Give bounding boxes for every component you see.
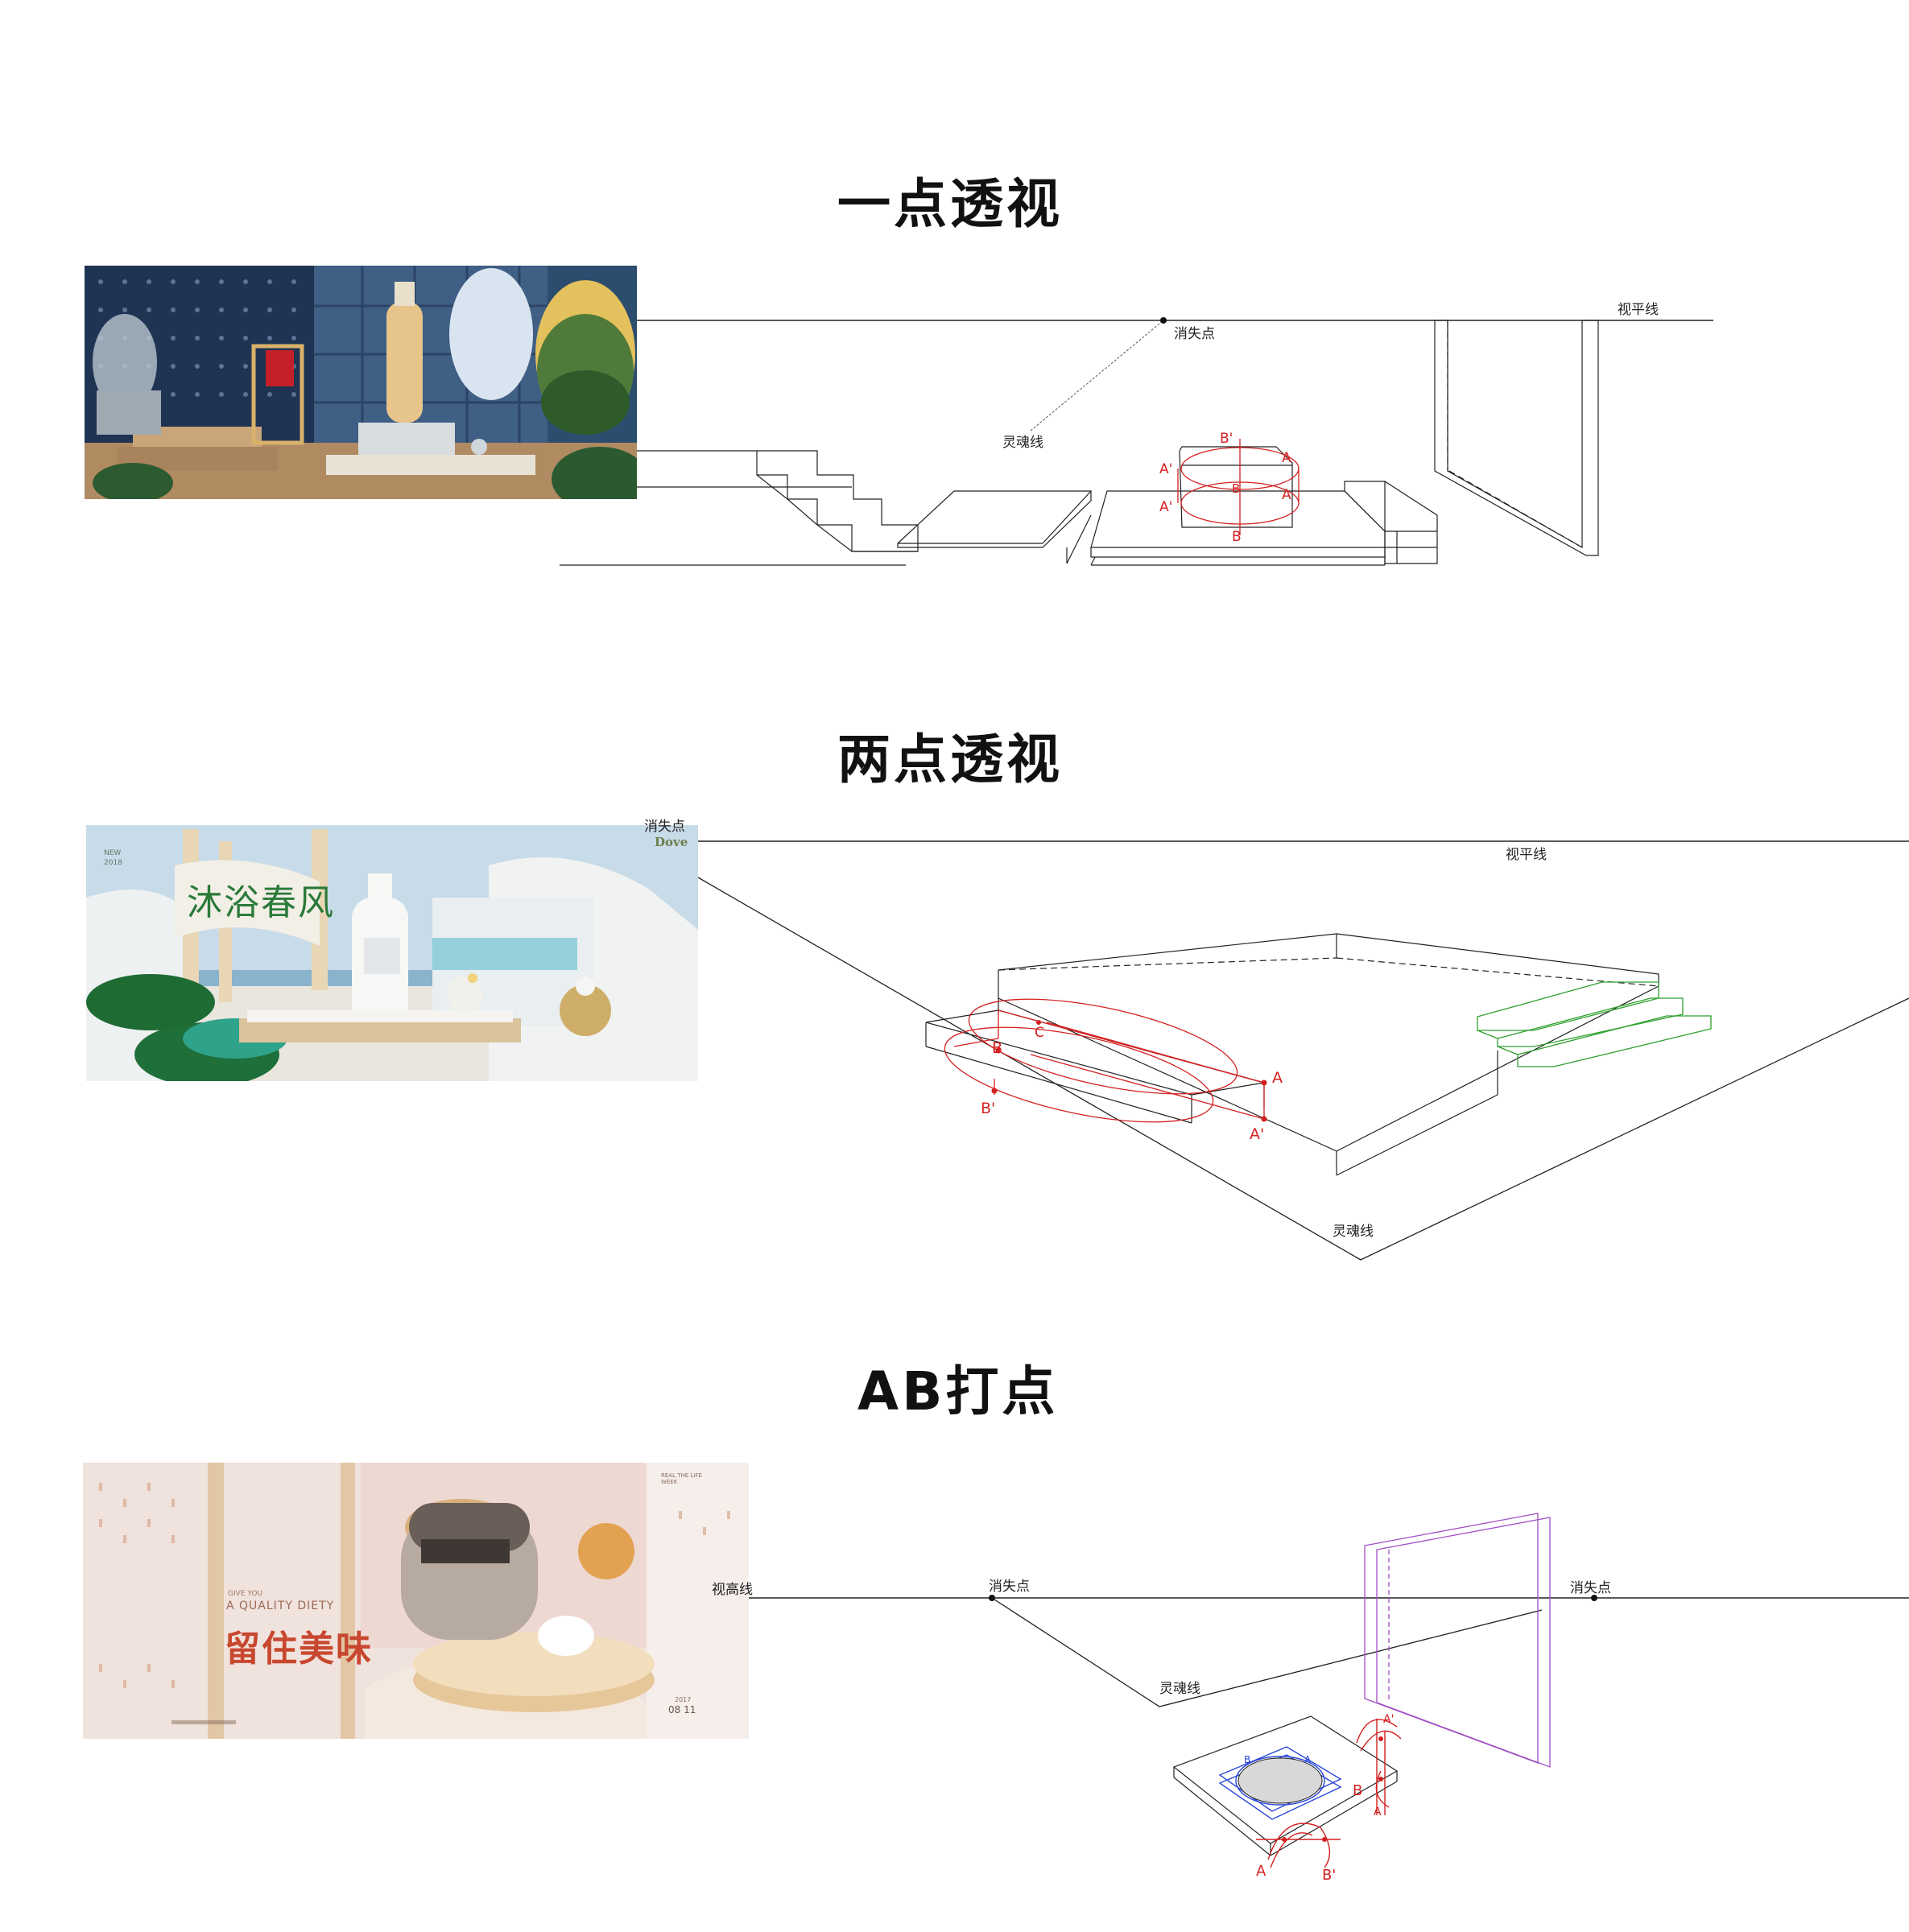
- dove-new-tag: NEW: [104, 849, 122, 857]
- point-label-a-s2: A: [1272, 1069, 1283, 1087]
- banner-image-rice-cooker: GIVE YOU A QUALITY DIETY 留住美味 2017 08 11…: [83, 1463, 749, 1739]
- label-horizon-3: 视高线: [712, 1582, 753, 1598]
- label-vanishing-point-2: 消失点: [644, 819, 685, 835]
- point-label-b-mid: B: [1232, 481, 1240, 496]
- dove-headline: 沐浴春风: [187, 882, 335, 923]
- label-soul-line-3: 灵魂线: [1159, 1681, 1200, 1697]
- label-vanishing-point-right: 消失点: [1570, 1580, 1611, 1596]
- purple-wall: [1364, 1513, 1551, 1768]
- rice-give-you: GIVE YOU: [228, 1590, 263, 1598]
- vanishing-point-right: [1591, 1595, 1597, 1601]
- point-label-b-prime-s3: B': [1322, 1867, 1336, 1884]
- dove-brand-text: Dove: [655, 835, 688, 849]
- point-label-a-2: A: [1282, 487, 1291, 503]
- rice-quality: A QUALITY DIETY: [226, 1600, 335, 1612]
- banner-image-bathroom: [85, 266, 637, 499]
- soul-line-3: [991, 1597, 1543, 1707]
- red-ab-construction: [1256, 1719, 1402, 1868]
- rice-year: 2017: [675, 1696, 692, 1703]
- point-label-b-s3: B: [1353, 1782, 1362, 1799]
- section-title-ab-points: AB打点: [857, 1360, 1059, 1422]
- point-label-c-s2: C: [1035, 1025, 1044, 1041]
- point-label-a-prime: A': [1159, 461, 1172, 477]
- point-label-a-blue: A: [1304, 1754, 1312, 1765]
- point-label-b-s2: B: [992, 1039, 1002, 1057]
- banner-image-dove: Dove 沐浴春风 NEW 2018: [86, 825, 698, 1081]
- dove-year: 2018: [104, 859, 122, 867]
- point-label-b-prime: B': [1220, 431, 1233, 447]
- point-label-b-blue: B: [1244, 1754, 1250, 1765]
- label-soul-line-1: 灵魂线: [1002, 435, 1043, 451]
- cylinder-construction: [1177, 439, 1300, 535]
- rice-date: 08 11: [668, 1704, 696, 1715]
- point-label-a: A: [1282, 450, 1291, 466]
- label-soul-line-2: 灵魂线: [1333, 1224, 1374, 1240]
- section-title-two-point: 两点透视: [837, 729, 1063, 791]
- soul-line-2: [697, 877, 1909, 1261]
- point-label-a-prime-s3: A': [1383, 1713, 1394, 1726]
- rice-headline: 留住美味: [225, 1629, 373, 1670]
- label-vanishing-point-left: 消失点: [989, 1579, 1030, 1595]
- green-stairs: [1477, 981, 1712, 1067]
- vanishing-point: [1160, 317, 1167, 324]
- stairs-sketch: [756, 450, 919, 552]
- label-horizon-2: 视平线: [1506, 847, 1547, 863]
- rice-top-right: REAL THE LIFE WEEK: [661, 1472, 702, 1485]
- point-label-a-s3b: A: [1374, 1806, 1382, 1818]
- soul-line: [1030, 320, 1164, 431]
- point-label-a-prime-2: A': [1159, 499, 1172, 515]
- label-horizon-1: 视平线: [1618, 302, 1659, 318]
- step-ellipse-construction: [944, 998, 1265, 1123]
- point-label-a-prime-s2: A': [1250, 1125, 1264, 1143]
- label-vanishing-point-1: 消失点: [1174, 326, 1215, 342]
- point-label-a-s3: A: [1256, 1863, 1266, 1880]
- point-label-b-prime-s2: B': [981, 1100, 995, 1117]
- section-title-one-point: 一点透视: [837, 173, 1063, 235]
- point-label-b: B: [1232, 529, 1242, 545]
